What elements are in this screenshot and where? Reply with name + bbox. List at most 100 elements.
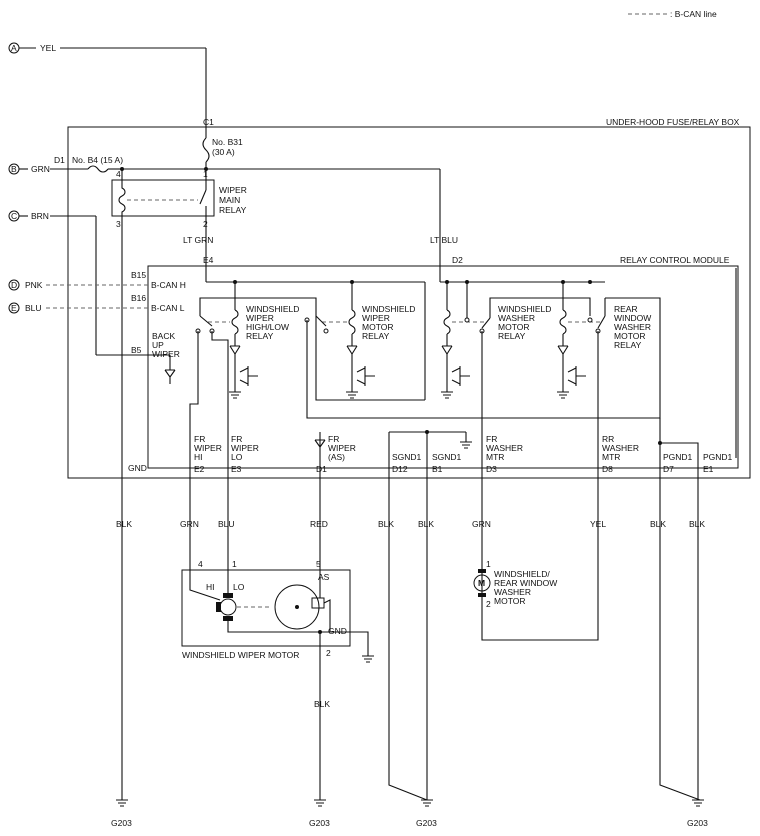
wiper-motor-hi-lead [189, 570, 221, 601]
fuse-b4-label: No. B4 (15 A) [72, 155, 123, 165]
pin-b5: B5 [131, 345, 142, 355]
svg-text:D1: D1 [316, 464, 327, 474]
relay-washer-motor-diode [441, 345, 453, 356]
bcan-legend-text: : B-CAN line [670, 9, 717, 19]
wire-lt-grn-label: LT GRN [183, 235, 213, 245]
wire-color-blk-2: BLK [378, 519, 394, 529]
wiper-motor-as-lead [319, 570, 331, 632]
sgnd-link [389, 431, 472, 449]
relay-rear-washer-transistor [567, 366, 586, 386]
wire-fr-wiper-lo [211, 331, 229, 570]
washer-motor-label-3: WASHER [494, 587, 531, 597]
svg-text:FR: FR [231, 434, 242, 444]
connector-a-color: YEL [40, 43, 56, 53]
relay-hilo: WINDSHIELD WIPER HIGH/LOW RELAY [195, 282, 299, 399]
windshield-wiper-motor: 4 1 5 HI LO AS GND 2 WINDSHIELD WIPER MO… [181, 559, 374, 800]
pin-b15: B15 [131, 270, 146, 280]
legend: : B-CAN line [628, 9, 717, 19]
svg-text:PGND1: PGND1 [703, 452, 733, 462]
svg-text:LO: LO [231, 452, 243, 462]
connector-d-circle [8, 279, 20, 291]
relay-wiper-motor-switch [315, 315, 327, 327]
terminal-pgnd-d7: PGND1 D7 [663, 452, 693, 474]
fuse-b31-rating: (30 A) [212, 147, 235, 157]
svg-text:B1: B1 [432, 464, 443, 474]
washer-motor: 1 2 M WINDSHIELD/ REAR WINDOW WASHER MOT… [473, 559, 557, 609]
relay-hilo-diode [229, 345, 241, 356]
relay-rear-washer-label-2: WINDOW [614, 313, 651, 323]
backup-wiper-1: BACK [152, 331, 175, 341]
svg-text:FR: FR [194, 434, 205, 444]
relay-washer-motor-coil [443, 309, 451, 335]
relay-washer-motor-transistor [451, 366, 470, 386]
svg-text:HI: HI [194, 452, 203, 462]
fuse-b4-symbol [87, 165, 109, 173]
svg-text:MTR: MTR [486, 452, 504, 462]
ground-symbol-1 [116, 799, 128, 807]
connector-a-letter: A [11, 43, 17, 53]
connector-c-color: BRN [31, 211, 49, 221]
svg-text:WIPER: WIPER [194, 443, 222, 453]
washer-motor-symbol [473, 574, 491, 592]
wire-pgnd-d7 [659, 418, 701, 801]
wiper-motor-as: AS [318, 572, 330, 582]
relay-rear-washer-motor: REAR WINDOW WASHER MOTOR RELAY [557, 282, 651, 399]
relay-hilo-label-1: WINDSHIELD [246, 304, 299, 314]
wire-color-blk-4: BLK [650, 519, 666, 529]
connector-b: B GRN D1 No. B4 (15 A) [8, 155, 123, 175]
wiper-motor-brush-bottom [223, 616, 233, 621]
main-relay-pin-4: 4 [116, 169, 121, 179]
terminal-fr-wiper-as: FR WIPER (AS) D1 [316, 434, 356, 474]
wiper-motor-gnd: GND [328, 626, 347, 636]
connector-d: D PNK [8, 279, 148, 291]
relay-hilo-label-2: WIPER [246, 313, 274, 323]
ground-g203-1: G203 [111, 799, 132, 828]
relay-washer-motor-switch [481, 317, 491, 329]
svg-text:D8: D8 [602, 464, 613, 474]
wiper-motor-cam [274, 584, 320, 630]
main-relay-pin-3: 3 [116, 219, 121, 229]
main-relay-label-2: MAIN [219, 195, 240, 205]
svg-text:D12: D12 [392, 464, 408, 474]
wire-lt-blu-label: LT BLU [430, 235, 458, 245]
terminal-fr-wiper-hi: FR WIPER HI E2 [194, 434, 222, 474]
wire-washer-common [489, 297, 591, 318]
relay-wiper-motor-label-3: MOTOR [362, 322, 393, 332]
ground-g203-2: G203 [309, 799, 330, 828]
svg-text:MTR: MTR [602, 452, 620, 462]
connector-b-letter: B [11, 164, 17, 174]
wire-color-grn-1: GRN [180, 519, 199, 529]
pin-gnd: GND [128, 463, 147, 473]
svg-text:D3: D3 [486, 464, 497, 474]
relay-wiper-motor-diode [346, 345, 358, 356]
svg-text:FR: FR [486, 434, 497, 444]
wiper-motor-armature [219, 598, 237, 616]
wiper-motor-label: WINDSHIELD WIPER MOTOR [182, 650, 299, 660]
wire-color-blk-6: BLK [314, 699, 330, 709]
relay-wiper-motor-label-1: WINDSHIELD [362, 304, 415, 314]
relay-wiper-motor-label-4: RELAY [362, 331, 390, 341]
fuse-b31-pin: C1 [203, 117, 214, 127]
svg-text:FR: FR [328, 434, 339, 444]
fuse-b31-name: No. B31 [212, 137, 243, 147]
main-relay-label-3: RELAY [219, 205, 247, 215]
relay-wiper-motor: WINDSHIELD WIPER MOTOR RELAY [304, 282, 415, 399]
pin-b16: B16 [131, 293, 146, 303]
wire-fr-wiper-hi [189, 331, 199, 570]
terminal-fr-wiper-lo: FR WIPER LO E3 [231, 434, 259, 474]
svg-text:E3: E3 [231, 464, 242, 474]
wiper-motor-lo: LO [233, 582, 245, 592]
terminal-fr-washer-mtr: FR WASHER MTR D3 [486, 434, 523, 474]
terminal-sgnd-d12: SGND1 D12 [392, 452, 422, 474]
connector-e-color: BLU [25, 303, 42, 313]
wire-color-yel: YEL [590, 519, 606, 529]
svg-text:(AS): (AS) [328, 452, 345, 462]
wiper-main-relay: 4 1 3 2 WIPER MAIN RELAY [111, 169, 247, 268]
svg-text:SGND1: SGND1 [392, 452, 422, 462]
wire-pgnd-e1 [660, 442, 699, 800]
main-relay-label-1: WIPER [219, 185, 247, 195]
wire-color-blk-3: BLK [418, 519, 434, 529]
svg-text:E2: E2 [194, 464, 205, 474]
relay-washer-motor: WINDSHIELD WASHER MOTOR RELAY [441, 282, 551, 399]
relay-wiper-motor-label-2: WIPER [362, 313, 390, 323]
